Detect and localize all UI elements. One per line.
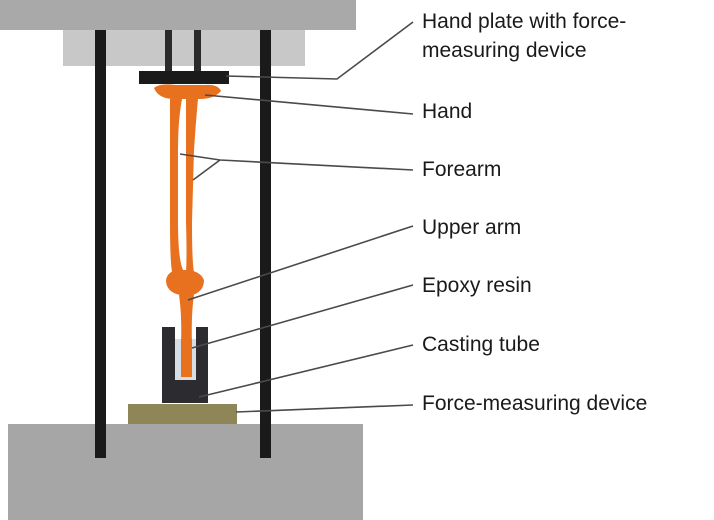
label-forearm: Forearm [422,158,502,181]
leader-hand [204,94,414,115]
guide-rod-right [260,30,271,458]
elbow-joint [166,269,204,295]
force-measuring-device [128,404,237,424]
top-crossbeam [0,0,356,30]
leader-forearm-a [179,153,414,171]
leader-force-device [235,404,414,413]
label-hand: Hand [422,100,473,123]
plate-rod-right [194,30,201,72]
label-upper-arm: Upper arm [422,216,522,239]
leader-forearm-b [192,159,221,181]
label-hand-plate-line1: Hand plate with force- [422,10,627,33]
label-epoxy-resin: Epoxy resin [422,274,532,297]
leader-hand-plate [225,21,414,80]
plate-rod-left [165,30,172,72]
leader-upper-arm [187,225,414,301]
label-force-measuring-device: Force-measuring device [422,392,648,415]
upper-arm-in-resin [181,339,192,377]
label-hand-plate-line2: measuring device [422,39,587,62]
base-block [8,424,363,520]
leader-epoxy-resin [191,284,414,349]
forearm-bone-left [170,99,184,272]
leader-lines [179,21,414,413]
leader-casting-tube [198,344,414,398]
hand-bone [154,84,221,99]
guide-rod-left [95,30,106,458]
forearm-bone-right [186,99,198,272]
label-casting-tube: Casting tube [422,333,540,356]
hand-plate [139,71,229,84]
